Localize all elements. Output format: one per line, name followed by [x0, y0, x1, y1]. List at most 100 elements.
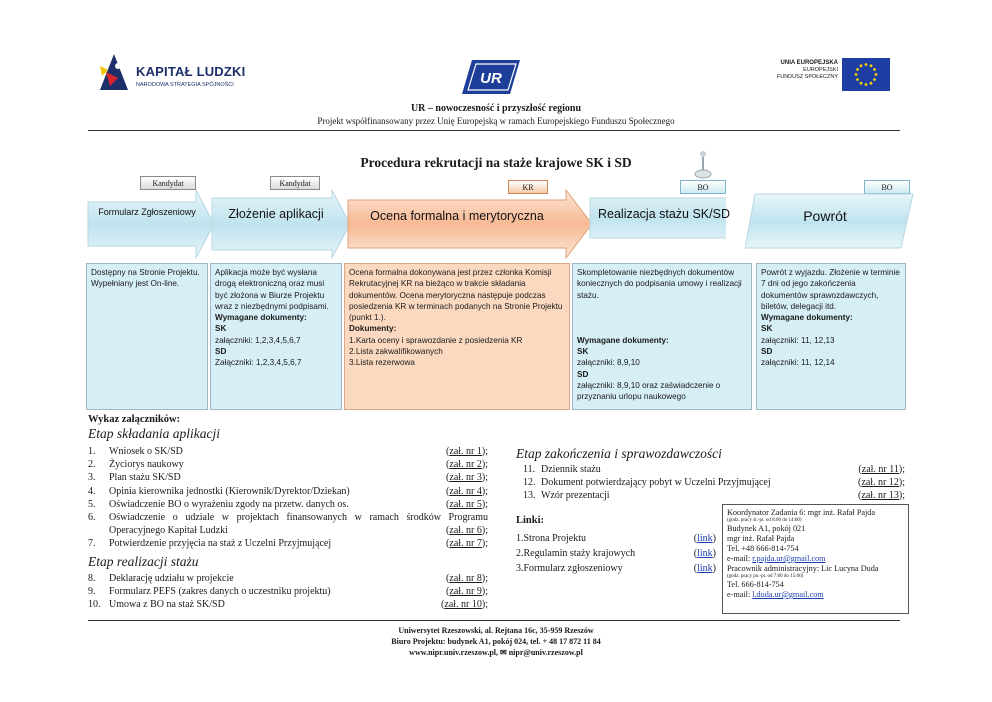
- box1-text: Dostępny na Stronie Projektu. Wypełniany…: [91, 268, 200, 289]
- attachment-ref-3[interactable]: (zał. nr 3);: [446, 472, 488, 484]
- step-ocena: Ocena formalna i merytoryczna: [370, 209, 544, 223]
- box3-doc-3: 3.Lista rezerwowa: [349, 358, 415, 368]
- link-item: 2.Regulamin staży krajowych(link): [516, 548, 716, 559]
- attachment-ref-9[interactable]: (zał. nr 9);: [446, 586, 488, 598]
- tag-kandydat-1: Kandydat: [140, 176, 196, 190]
- attachment-item: 1.Wniosek o SK/SD(zał. nr 1);: [88, 446, 488, 457]
- header-subtitle: Projekt współfinansowany przez Unię Euro…: [317, 116, 675, 126]
- attachment-item: 6.Oświadczenie o udziale w projektach fi…: [88, 512, 488, 537]
- contact-box: Koordynator Zadania 6: mgr inż. Rafał Pa…: [722, 504, 909, 614]
- attachment-ref-4[interactable]: (zał. nr 4);: [446, 485, 488, 497]
- coord-tel: Tel. +48 666-814-754: [727, 544, 799, 553]
- ur-logo-icon: UR: [462, 60, 520, 94]
- attachments-list-internship: 8.Deklarację udziału w projekcie(zał. nr…: [88, 572, 488, 612]
- links-heading: Linki:: [516, 515, 545, 526]
- attachment-ref-5[interactable]: (zał. nr 5);: [446, 498, 488, 510]
- box2-required: Wymagane dokumenty:: [215, 313, 307, 323]
- eu-line2: EUROPEJSKI: [803, 67, 838, 73]
- section-internship: Etap realizacji stażu: [88, 554, 199, 569]
- header-title: UR – nowoczesność i przyszłość regionu: [410, 103, 582, 114]
- admin-email-link[interactable]: l.duda.ur@gmail.com: [752, 590, 824, 599]
- attachment-item: 5.Oświadczenie BO o wyrażeniu zgody na p…: [88, 498, 488, 510]
- footer-line-3: www.nipr.univ.rzeszow.pl, ✉ nipr@univ.rz…: [409, 648, 583, 657]
- attachment-item: 12.Dokument potwierdzający pobyt w Uczel…: [523, 477, 905, 489]
- footer-line-2: Biuro Projektu: budynek A1, pokój 024, t…: [391, 637, 601, 646]
- coord-name: mgr inż. Rafał Pajda: [727, 534, 795, 543]
- admin-email-row: e-mail: l.duda.ur@gmail.com: [727, 590, 824, 599]
- step-zlozenie: Złożenie aplikacji: [228, 207, 324, 221]
- link-regulamin[interactable]: link: [697, 548, 713, 559]
- attachment-ref-1[interactable]: (zał. nr 1);: [446, 446, 488, 457]
- step-powrot: Powrót: [803, 208, 847, 224]
- box2-sd: SD: [215, 347, 227, 357]
- attachment-item: 2.Życiorys naukowy(zał. nr 2);: [88, 459, 488, 471]
- eu-line1: UNIA EUROPEJSKA: [780, 60, 838, 66]
- box4-text: Skompletowanie niezbędnych dokumentów ko…: [577, 268, 742, 300]
- attachment-ref-6[interactable]: (zał. nr 6);: [446, 525, 488, 537]
- coord-email-link[interactable]: r.pajda.ur@gmail.com: [752, 554, 826, 563]
- attachment-ref-11[interactable]: (zał. nr 11);: [858, 464, 905, 475]
- box5-required: Wymagane dokumenty:: [761, 313, 853, 323]
- ur-logo-text: UR: [480, 70, 502, 87]
- step-formularz: Formularz Zgłoszeniowy: [98, 207, 196, 217]
- box5-sk: SK: [761, 324, 773, 334]
- attachment-ref-2[interactable]: (zał. nr 2);: [446, 459, 488, 471]
- kapital-ludzki-subtitle: NARODOWA STRATEGIA SPÓJNOŚCI: [136, 82, 234, 88]
- coord-hours: (godz. pracy śr.-pt. od 8:00 do 14:00): [727, 518, 802, 523]
- coord-title: Koordynator Zadania 6: mgr inż. Rafał Pa…: [727, 508, 876, 517]
- section-completion: Etap zakończenia i sprawozdawczości: [516, 446, 722, 461]
- box-zlozenie: Aplikacja może być wysłana drogą elektro…: [210, 263, 342, 410]
- link-formularz[interactable]: link: [697, 563, 713, 574]
- attachment-item: 10.Umowa z BO na staż SK/SD(zał. nr 10);: [88, 599, 488, 611]
- attachment-item: 13.Wzór prezentacji(zał. nr 13);: [523, 490, 905, 502]
- footer-line-1: Uniwersytet Rzeszowski, al. Rejtana 16c,…: [398, 626, 594, 635]
- attachment-ref-12[interactable]: (zał. nr 12);: [858, 477, 905, 489]
- admin-tel: Tel. 666-814-754: [727, 580, 784, 589]
- box-formularz: Dostępny na Stronie Projektu. Wypełniany…: [86, 263, 208, 410]
- attachment-item: 11.Dziennik stażu(zał. nr 11);: [523, 464, 905, 475]
- coord-room: Budynek A1, pokój 021: [727, 524, 806, 533]
- step-arrow-2: [211, 189, 351, 259]
- box3-docs: Dokumenty:: [349, 324, 397, 334]
- attachment-ref-7[interactable]: (zał. nr 7);: [446, 538, 488, 550]
- coord-email-row: e-mail: r.pajda.ur@gmail.com: [727, 554, 826, 563]
- eu-flag-icon: [842, 58, 890, 91]
- box5-sk-att: załączniki: 11, 12,13: [761, 335, 835, 345]
- attachment-item: 9.Formularz PEFS (zakres danych o uczest…: [88, 586, 488, 598]
- link-strona-projektu[interactable]: link: [697, 533, 713, 544]
- box5-text: Powrót z wyjazdu. Złożenie w terminie 7 …: [761, 268, 900, 311]
- attachments-list-application: 1.Wniosek o SK/SD(zał. nr 1); 2.Życiorys…: [88, 445, 488, 551]
- attachment-item: 7.Potwierdzenie przyjęcia na staż z Ucze…: [88, 538, 488, 550]
- box4-sd: SD: [577, 369, 589, 379]
- box4-sk: SK: [577, 347, 589, 357]
- box-ocena: Ocena formalna dokonywana jest przez czł…: [344, 263, 570, 410]
- step-arrow-4: [589, 197, 726, 239]
- links-list: 1.Strona Projektu(link) 2.Regulamin staż…: [516, 531, 716, 576]
- link-item: 1.Strona Projektu(link): [516, 533, 716, 544]
- attachment-item: 4.Opinia kierownika jednostki (Kierownik…: [88, 485, 488, 497]
- kapital-ludzki-emblem-icon: [100, 54, 128, 90]
- kapital-ludzki-title: KAPITAŁ LUDZKI: [136, 64, 246, 79]
- tag-bo-1: BO: [680, 180, 726, 194]
- box2-text: Aplikacja może być wysłana drogą elektro…: [215, 268, 329, 311]
- box4-required: Wymagane dokumenty:: [577, 335, 669, 345]
- box2-sk: SK: [215, 324, 227, 334]
- attachment-ref-13[interactable]: (zał. nr 13);: [858, 490, 905, 502]
- step-realizacja: Realizacja stażu SK/SD: [597, 207, 730, 221]
- box4-sd-att: załączniki: 8,9,10 oraz zaświadczenie o …: [577, 380, 721, 402]
- attachment-ref-8[interactable]: (zał. nr 8);: [446, 573, 488, 584]
- tag-kandydat-2: Kandydat: [270, 176, 320, 190]
- box2-sk-att: załączniki: 1,2,3,4,5,6,7: [215, 335, 301, 345]
- box5-sd-att: załączniki: 11, 12,14: [761, 358, 835, 368]
- link-item: 3.Formularz zgłoszeniowy(link): [516, 563, 716, 574]
- eu-logo-text: UNIA EUROPEJSKA EUROPEJSKI FUNDUSZ SPOŁE…: [777, 60, 838, 81]
- admin-hours: (godz. pracy pn.-pt. od 7:00 do 15:00): [727, 574, 804, 579]
- attachments-heading: Wykaz załączników:: [88, 414, 181, 425]
- step-arrow-1: [87, 189, 215, 259]
- airplane-icon: [694, 151, 712, 179]
- step-arrow-5-shape: [745, 193, 914, 249]
- attachment-ref-10[interactable]: (zał. nr 10);: [441, 599, 488, 611]
- section-application: Etap składania aplikacji: [88, 426, 220, 441]
- header-divider: [88, 130, 900, 131]
- admin-title: Pracownik administracyjny: Lic Lucyna Du…: [727, 564, 879, 573]
